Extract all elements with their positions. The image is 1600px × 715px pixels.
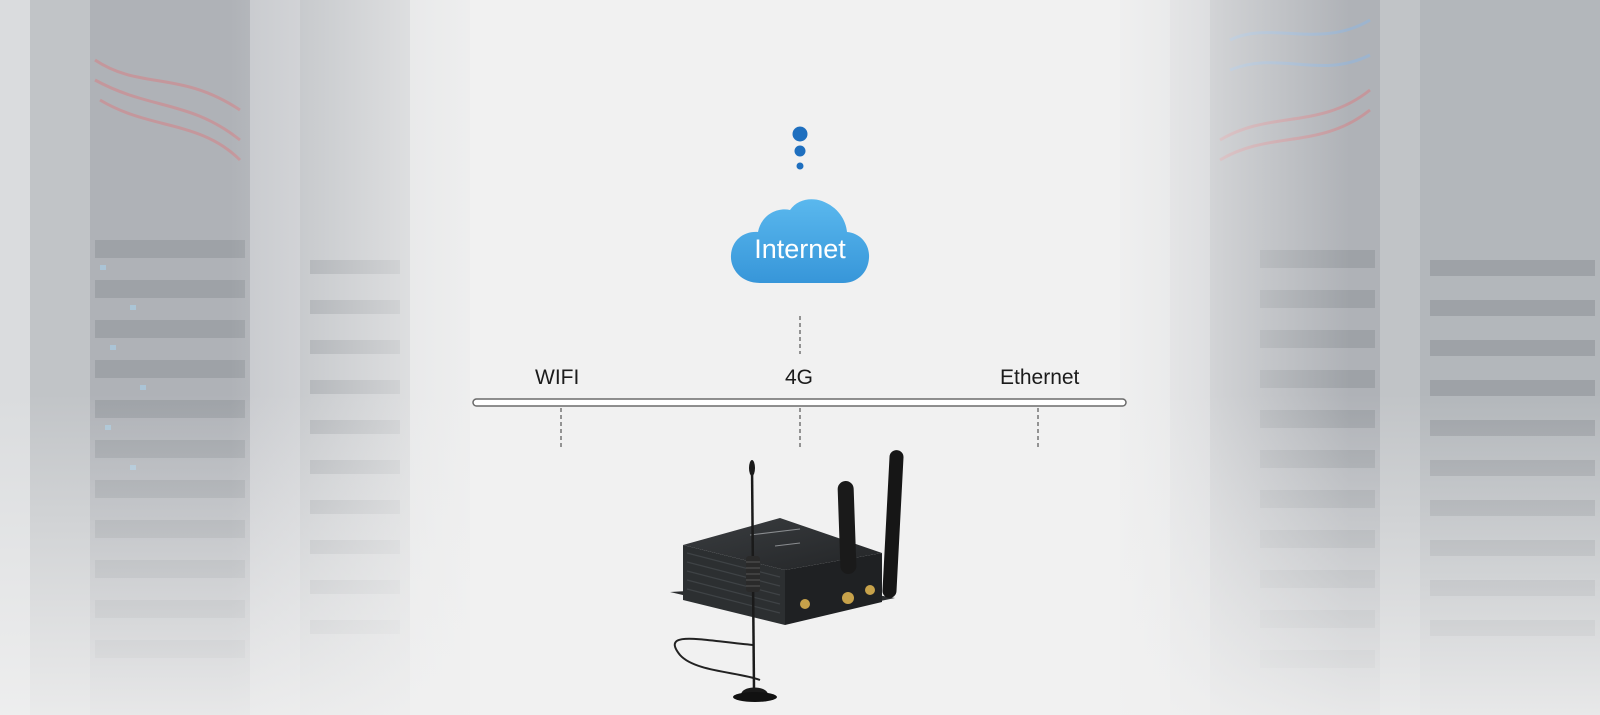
ethernet-label: Ethernet	[1000, 366, 1080, 389]
network-bus	[472, 398, 1127, 407]
signal-dots-icon	[792, 126, 808, 170]
router-device-icon	[670, 450, 904, 702]
internet-cloud-icon	[730, 199, 870, 283]
internet-label: Internet	[754, 234, 846, 264]
4g-label: 4G	[785, 366, 814, 389]
wifi-label: WIFI	[535, 366, 580, 389]
